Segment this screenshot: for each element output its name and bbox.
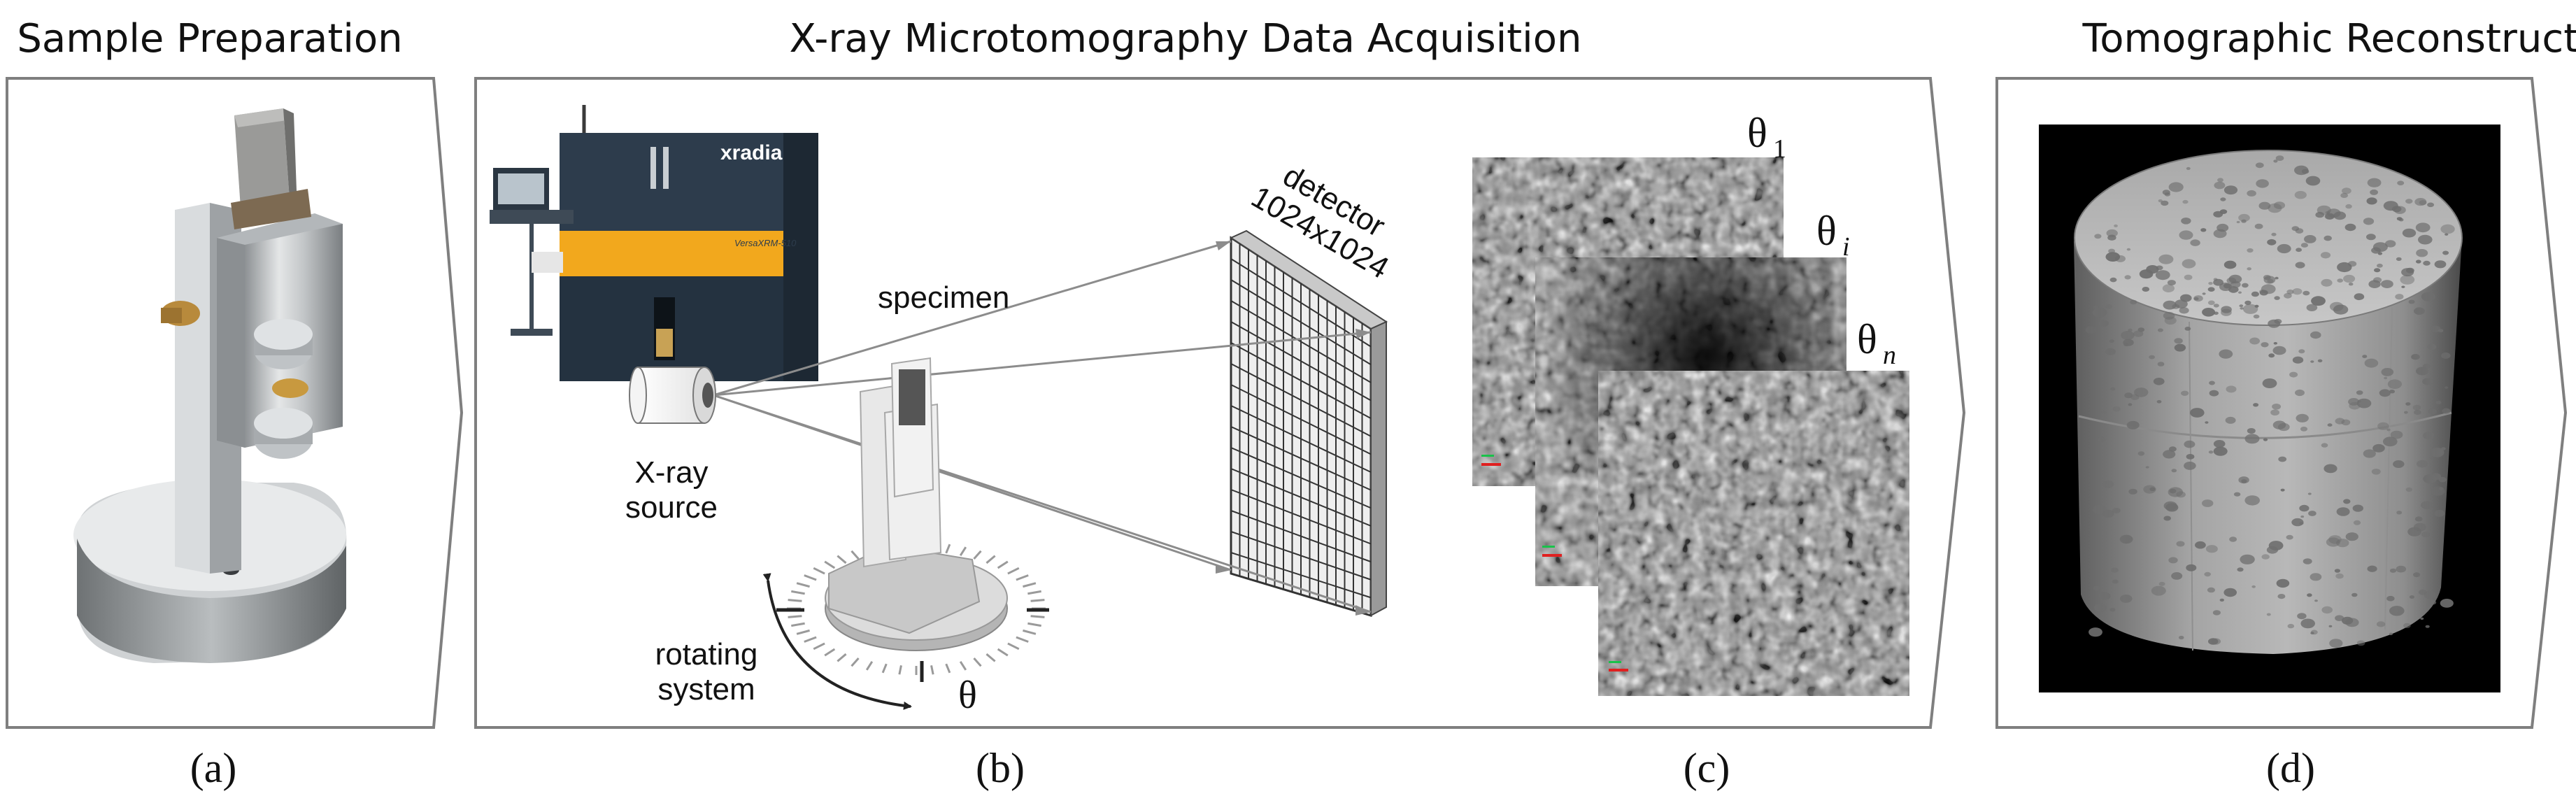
- xray-source: [629, 367, 716, 424]
- sample-holder-photo: [73, 108, 347, 663]
- svg-text:θ: θ: [1816, 208, 1837, 254]
- projection-stack: [1472, 157, 1909, 696]
- panel-a-title: Sample Preparation: [17, 16, 403, 62]
- source-label-line1: X-ray: [634, 455, 708, 490]
- panel-b-frame: [474, 77, 1966, 729]
- angle-symbol: θ: [958, 674, 977, 717]
- projection-angle-1: θ 1: [1747, 110, 1786, 164]
- specimen-label: specimen: [878, 280, 1009, 315]
- svg-text:n: n: [1883, 341, 1896, 370]
- projection-image-n: [1598, 371, 1909, 696]
- panel-c-caption: (c): [1683, 745, 1730, 791]
- xray-beam-lines: [713, 240, 1372, 613]
- panel-b-title: X-ray Microtomography Data Acquisition: [789, 16, 1582, 62]
- panel-b-caption: (b): [976, 745, 1025, 791]
- panel-a-frame: [6, 77, 464, 729]
- svg-text:i: i: [1842, 232, 1850, 262]
- reconstruction-volume: [2039, 125, 2500, 692]
- svg-text:1: 1: [1773, 134, 1786, 164]
- panel-d-caption: (d): [2266, 745, 2315, 791]
- panel-a-caption: (a): [190, 745, 237, 791]
- rotating-stage: [776, 357, 1049, 682]
- panel-d-title: Tomographic Reconstruction: [2082, 16, 2576, 62]
- rotation-label-line2: system: [657, 672, 755, 706]
- svg-text:θ: θ: [1747, 110, 1767, 156]
- xradia-machine: xradia VersaXRM-510: [490, 105, 818, 381]
- rotation-label-line1: rotating: [655, 637, 758, 671]
- svg-text:θ: θ: [1857, 316, 1877, 362]
- detector: [1229, 229, 1388, 618]
- specimen-block: [899, 369, 925, 425]
- panel-d-frame: [1995, 77, 2568, 729]
- machine-brand: xradia: [720, 141, 783, 164]
- projection-angle-n: θ n: [1857, 316, 1896, 370]
- projection-angle-i: θ i: [1816, 208, 1850, 262]
- source-label-line2: source: [625, 490, 718, 525]
- rotation-arrow: [762, 573, 912, 710]
- machine-model: VersaXRM-510: [734, 238, 797, 248]
